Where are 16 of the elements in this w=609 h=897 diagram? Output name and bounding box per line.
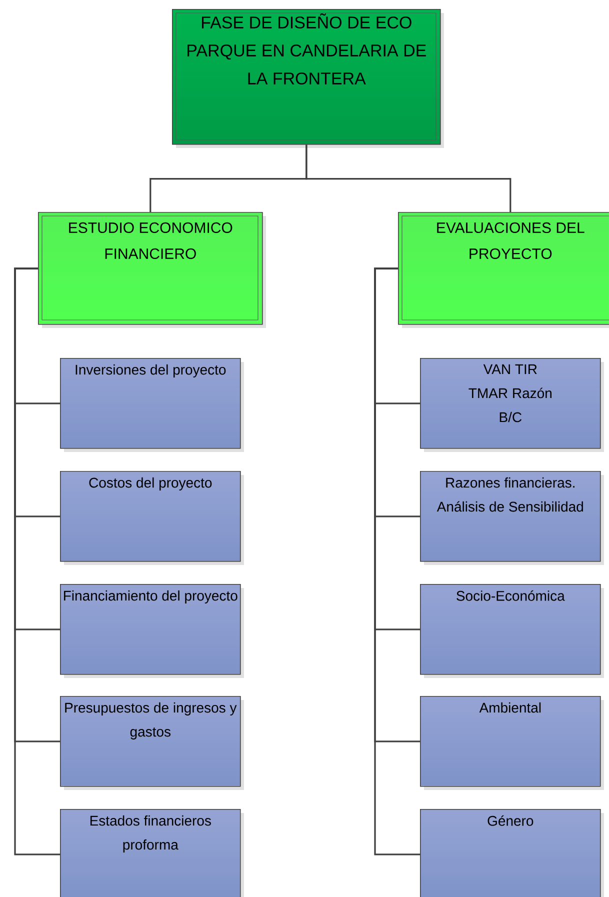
connector-line [374,268,420,856]
item-box: Estados financieros proforma [60,809,244,897]
item-box: VAN TIR TMAR Razón B/C [420,358,604,452]
item-box: Financiamiento del proyecto [60,584,244,678]
category-box: ESTUDIO ECONOMICO FINANCIERO [38,212,266,328]
category-box: EVALUACIONES DEL PROYECTO [398,212,609,328]
item-box: Costos del proyecto [60,471,244,565]
item-box: Inversiones del proyecto [60,358,244,452]
title-box: FASE DE DISEÑO DE ECO PARQUE EN CANDELARIA DE LA FRONTERA [172,9,444,148]
connector-line [306,144,512,212]
item-box: Ambiental [420,696,604,790]
item-box: Razones financieras. Análisis de Sensibilidad [420,471,604,565]
connector-line [14,268,60,856]
item-box: Presupuestos de ingresos y gastos [60,696,244,790]
item-box: Género [420,809,604,897]
item-box: Socio-Económica [420,584,604,678]
